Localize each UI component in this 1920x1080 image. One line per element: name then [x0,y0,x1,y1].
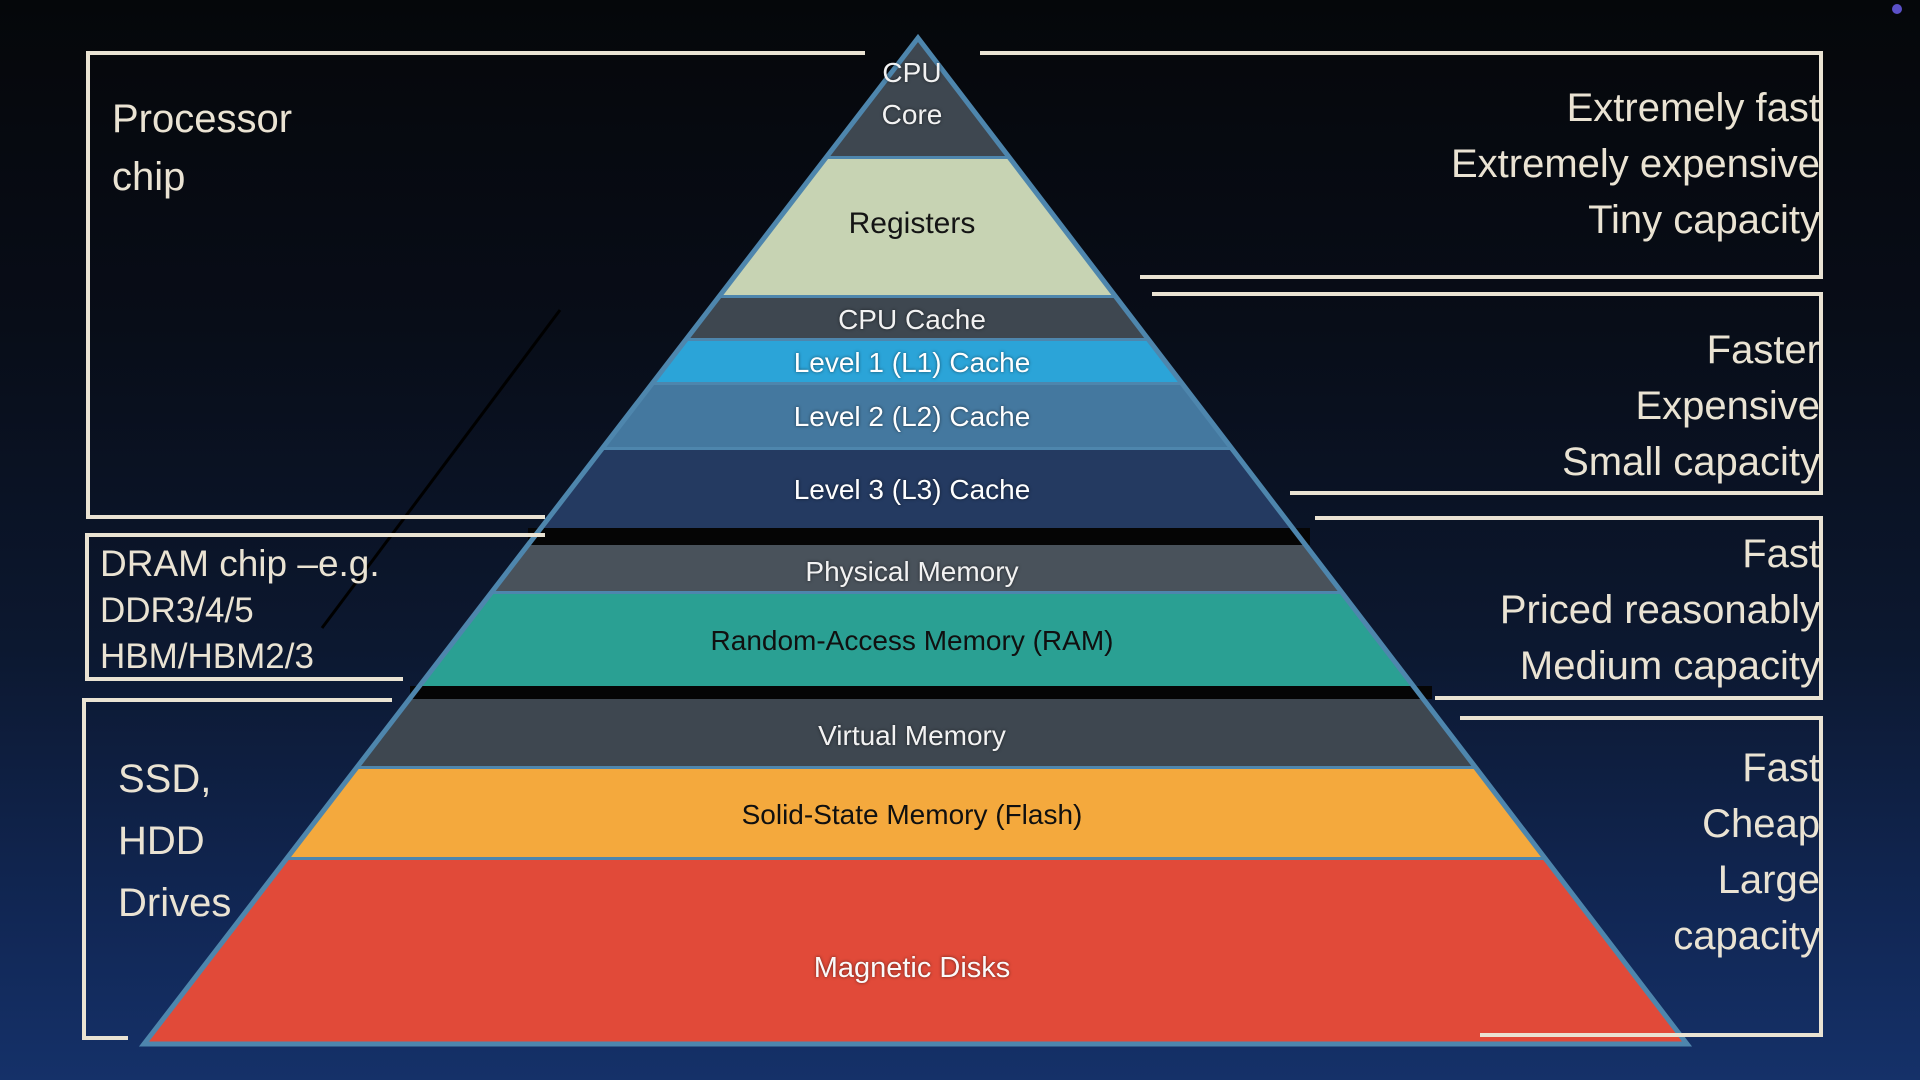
pyramid-label-registers: Registers [848,207,976,240]
accent-dot [1892,4,1902,14]
connector-line [320,309,562,629]
annotation-line: Priced reasonably [1499,588,1820,632]
pyramid-label-magnetic-disks: Magnetic Disks [813,952,1011,984]
annotation-line: Extremely fast [1566,86,1820,130]
annotation-cache-properties: Faster Expensive Small capacity [1562,322,1820,490]
annotation-line: Cheap [1702,802,1820,846]
pyramid-outline [138,33,1693,1047]
annotation-line: Extremely expensive [1450,142,1820,186]
annotation-line: Drives [118,881,232,925]
annotation-line: capacity [1673,914,1820,958]
bracket-line [85,533,545,681]
annotation-line: DRAM chip –e.g. [100,543,380,584]
annotation-line: HBM/HBM2/3 [100,636,314,676]
pyramid-label-l2-cache: Level 2 (L2) Cache [793,401,1031,432]
annotation-line: chip [112,155,186,199]
annotation-line: Expensive [1635,384,1820,428]
annotation-line: Medium capacity [1519,644,1820,688]
pyramid-level-magnetic-disks [144,860,1687,1044]
bracket-line [86,51,865,519]
bracket-line [1152,292,1823,495]
annotation-storage-properties: Fast Cheap Large capacity [1673,740,1820,964]
annotation-line: HDD [118,819,205,863]
annotation-line: Faster [1706,328,1820,372]
annotation-line: Fast [1742,532,1820,576]
annotation-line: Large [1717,858,1820,902]
pyramid-label-ram: Random-Access Memory (RAM) [710,625,1114,656]
pyramid-label-cpu-core: CPU Core [881,57,943,130]
bracket-line [82,698,392,1040]
annotation-line: Small capacity [1562,440,1820,484]
bracket-line [1315,516,1823,700]
annotation-line: SSD, [118,757,212,801]
pyramid-label-flash: Solid-State Memory (Flash) [741,799,1083,830]
pyramid-level-flash [144,769,1687,857]
level-separator-line [528,528,1310,545]
level-separator-line [410,686,1432,699]
annotation-processor-chip: Processor chip [112,90,292,206]
annotation-storage-drives: SSD, HDD Drives [118,748,231,934]
pyramid-label-cpu-cache: CPU Cache [838,304,986,335]
pyramid-label-physical-memory: Physical Memory [805,556,1019,587]
pyramid-label-l3-cache: Level 3 (L3) Cache [793,474,1031,505]
pyramid-label-virtual-memory: Virtual Memory [818,720,1006,751]
pyramid-label-l1-cache: Level 1 (L1) Cache [793,347,1031,378]
annotation-line: DDR3/4/5 [100,591,254,631]
annotation-line: Fast [1742,746,1820,790]
annotation-ram-properties: Fast Priced reasonably Medium capacity [1500,526,1820,694]
annotation-dram-chip: DRAM chip –e.g. DDR3/4/5 HBM/HBM2/3 [100,540,380,679]
bracket-line [1460,716,1823,1037]
bracket-line [980,51,1823,279]
annotation-line: Tiny capacity [1588,198,1820,242]
annotation-registers-properties: Extremely fast Extremely expensive Tiny … [1451,80,1820,248]
annotation-line: Processor [112,97,293,141]
